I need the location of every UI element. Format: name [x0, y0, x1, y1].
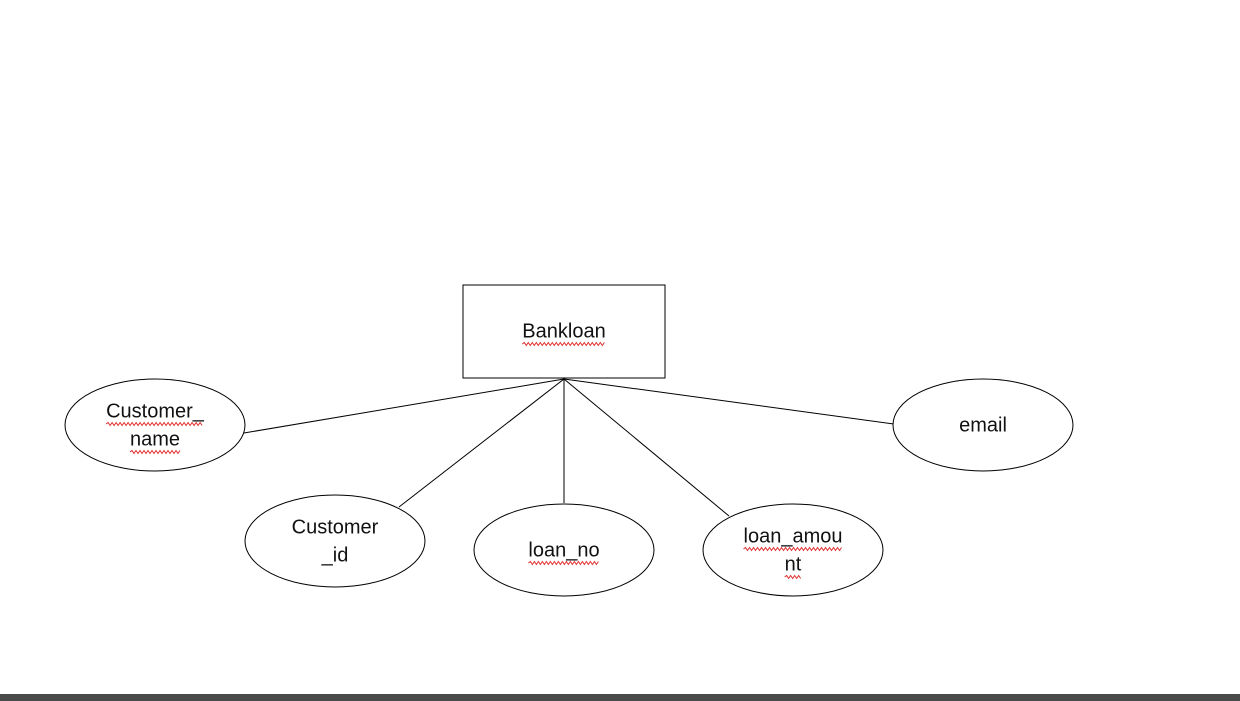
- relationship-lines: [243, 378, 895, 517]
- attribute-label: nt: [785, 553, 802, 575]
- spellcheck-underline: [743, 546, 842, 552]
- attribute-ellipse: [244, 494, 426, 588]
- attribute-ellipse: [702, 503, 884, 597]
- spellcheck-underline: [521, 341, 605, 347]
- attribute-label: _id: [321, 544, 349, 566]
- attribute-label: name: [130, 428, 180, 450]
- attribute-label: email: [959, 414, 1007, 436]
- edge-email: [563, 378, 895, 425]
- attribute-ellipse: [473, 503, 655, 597]
- edge-loan-amount: [563, 378, 730, 517]
- spellcheck-underline: [129, 449, 181, 455]
- entity-bankloan[interactable]: Bankloan: [462, 284, 666, 379]
- attribute-label: loan_amou: [744, 525, 843, 547]
- attribute-label: loan_no: [528, 539, 599, 561]
- attribute-ellipse: [892, 378, 1074, 472]
- entity-rectangle: [462, 284, 666, 379]
- attribute-label: Customer_: [106, 400, 205, 422]
- bottom-scrollbar: [0, 694, 1240, 701]
- spellcheck-underline: [784, 574, 802, 580]
- attribute-label: Customer: [292, 516, 379, 538]
- attribute-email[interactable]: email: [892, 378, 1074, 472]
- attribute-loan-no[interactable]: loan_no: [473, 503, 655, 597]
- entity-label: Bankloan: [522, 320, 605, 342]
- edge-customer-id: [398, 378, 565, 508]
- attribute-customer-name[interactable]: Customer_name: [64, 378, 246, 472]
- spellcheck-underline: [528, 560, 599, 566]
- edge-customer-name: [243, 378, 565, 434]
- spellcheck-underline: [105, 421, 203, 427]
- attribute-customer-id[interactable]: Customer _id: [244, 494, 426, 588]
